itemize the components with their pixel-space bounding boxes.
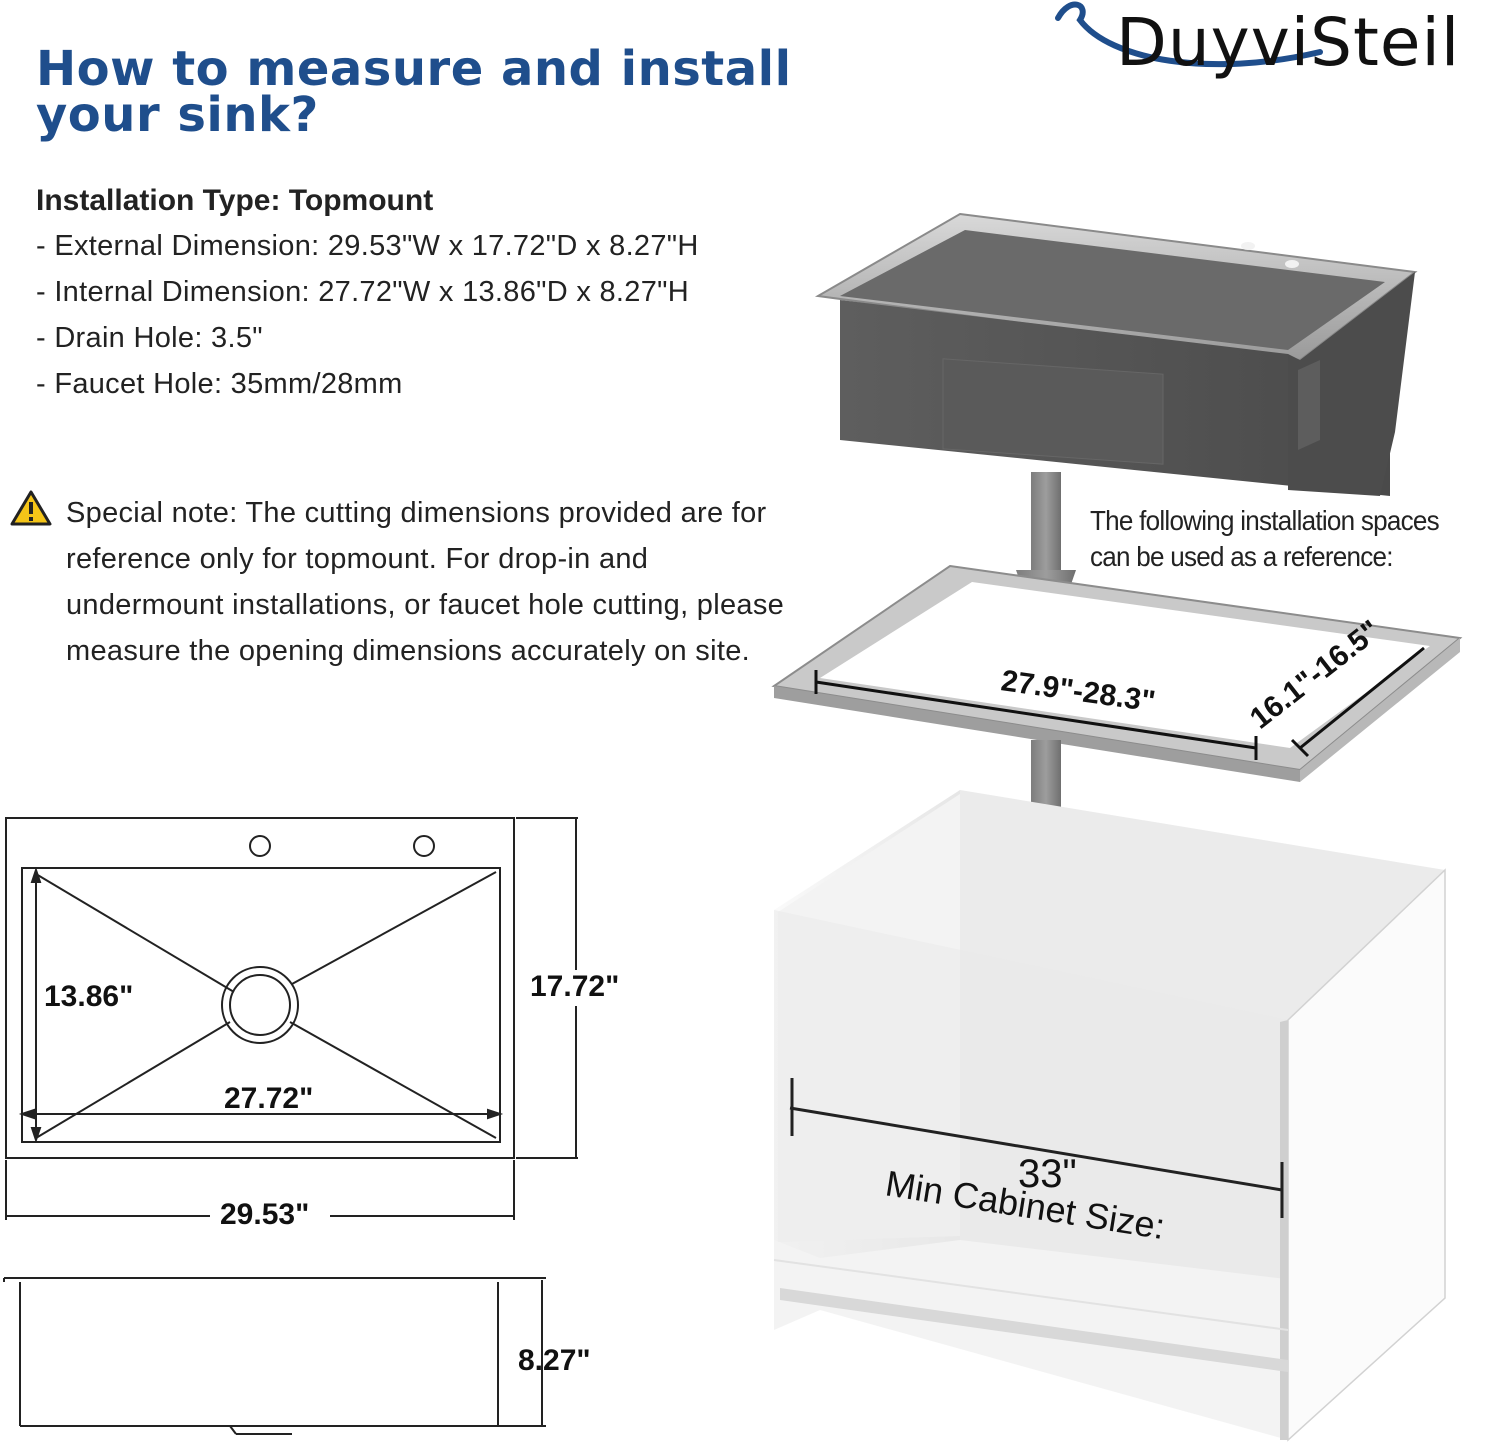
cabinet-size-label: 33" (1018, 1152, 1077, 1196)
spec-faucet-hole: - Faucet Hole: 35mm/28mm (36, 368, 403, 400)
top-view-drawing (5, 817, 578, 1220)
height-label: 8.27" (518, 1344, 591, 1377)
spec-external-dimension: - External Dimension: 29.53"W x 17.72"D … (36, 230, 699, 262)
faucet-hole-icon (1285, 260, 1299, 268)
installation-type: Installation Type: Topmount (36, 184, 434, 217)
drain-icon (221, 966, 299, 1044)
faucet-hole-icon (1241, 242, 1255, 250)
sink-3d (814, 212, 1418, 496)
internal-depth-label: 13.86" (44, 980, 133, 1013)
warning-icon (10, 490, 52, 526)
page-title: How to measure and install your sink? (36, 41, 792, 143)
side-view-drawing (3, 1277, 546, 1435)
reference-note: The following installation spaces can be… (1090, 505, 1440, 572)
technical-diagram: 13.86" 27.72" 17.72" 29.53" 8.27" (3, 817, 630, 1435)
brand-logo: DuyviSteil (1050, 0, 1500, 90)
spec-internal-dimension: - Internal Dimension: 27.72"W x 13.86"D … (36, 276, 689, 308)
faucet-hole-icon (249, 835, 271, 857)
cabinet (773, 790, 1446, 1442)
external-width-label: 29.53" (220, 1198, 309, 1231)
faucet-hole-icon (413, 835, 435, 857)
installation-illustration: 27.9"-28.3" 16.1"-16.5" 33" Min Cabinet … (771, 212, 1463, 1442)
special-note: Special note: The cutting dimensions pro… (66, 497, 785, 667)
internal-width-label: 27.72" (224, 1082, 313, 1115)
external-depth-label: 17.72" (530, 970, 619, 1003)
brand-name: DuyviSteil (1116, 4, 1461, 81)
cutout-frame (771, 564, 1463, 782)
brand-swoosh-icon (1055, 1, 1323, 68)
spec-drain-hole: - Drain Hole: 3.5" (36, 322, 263, 354)
